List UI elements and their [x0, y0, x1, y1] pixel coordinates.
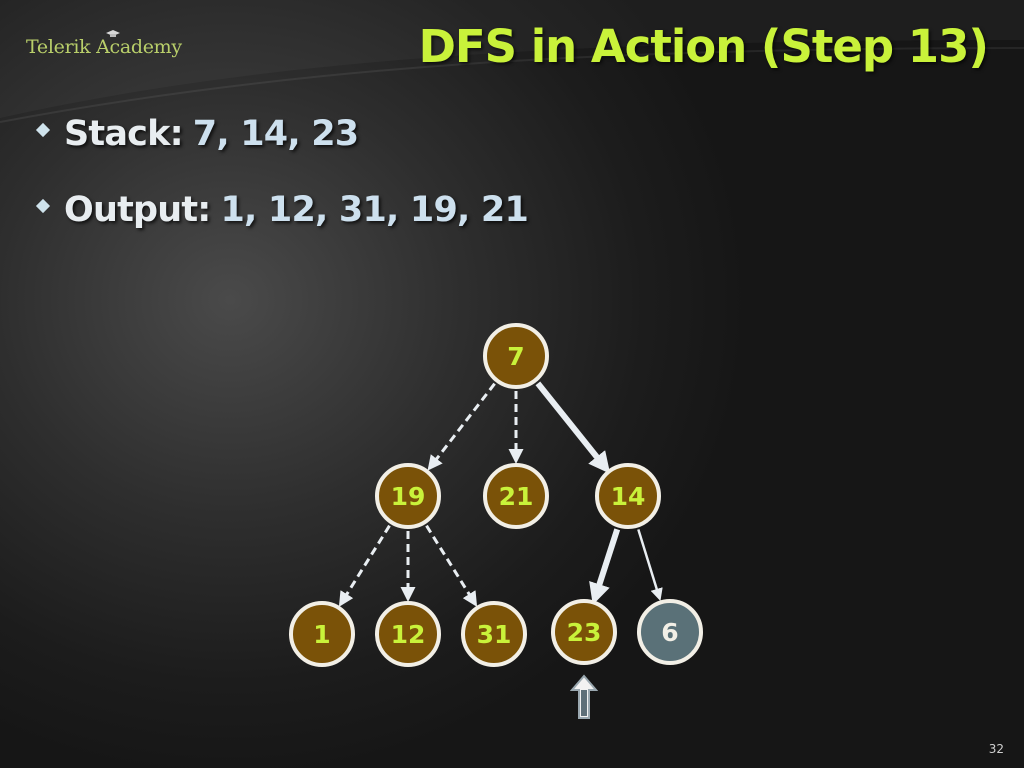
node-circle	[289, 601, 355, 667]
node-circle	[637, 599, 703, 665]
tree-node-1: 1	[289, 601, 355, 667]
node-label: 23	[567, 618, 602, 647]
edge-19-to-31	[425, 524, 478, 607]
logo-text: Telerik Academy	[26, 36, 182, 58]
tree-node-14: 14	[595, 463, 661, 529]
node-label: 21	[499, 482, 534, 511]
edge-14-to-6	[637, 529, 663, 601]
tree-node-21: 21	[483, 463, 549, 529]
node-circle	[461, 601, 527, 667]
tree-node-12: 12	[375, 601, 441, 667]
node-label: 6	[661, 618, 678, 647]
stack-bullet: Stack: 7, 14, 23	[35, 114, 528, 190]
stack-label: Stack:	[64, 114, 184, 154]
node-label: 12	[391, 620, 426, 649]
tree-node-23: 23	[551, 599, 617, 665]
node-circle	[483, 323, 549, 389]
tree-node-6: 6	[637, 599, 703, 665]
graduation-cap-icon	[106, 30, 120, 37]
tree-node-19: 19	[375, 463, 441, 529]
node-label: 1	[313, 620, 330, 649]
node-label: 31	[477, 620, 512, 649]
node-circle	[375, 463, 441, 529]
current-node-up-arrow-icon	[570, 674, 598, 719]
node-circle	[595, 463, 661, 529]
tree-node-31: 31	[461, 601, 527, 667]
node-label: 7	[507, 342, 524, 371]
edge-7-to-14	[535, 381, 611, 474]
output-label: Output:	[64, 190, 211, 230]
page-number: 32	[988, 742, 1004, 756]
node-circle	[483, 463, 549, 529]
telerik-academy-logo: Telerik Academy	[26, 30, 182, 58]
output-bullet: Output: 1, 12, 31, 19, 21	[35, 190, 529, 266]
output-value: 1, 12, 31, 19, 21	[220, 190, 529, 230]
node-circle	[551, 599, 617, 665]
bullet-list: Stack: 7, 14, 23 Output: 1, 12, 31, 19, …	[35, 114, 529, 266]
tree-node-7: 7	[483, 323, 549, 389]
edge-19-to-1	[338, 524, 391, 607]
node-label: 14	[611, 482, 646, 511]
slide-title: DFS in Action (Step 13)	[418, 20, 989, 73]
node-circle	[375, 601, 441, 667]
edge-14-to-23	[589, 528, 621, 605]
stack-value: 7, 14, 23	[192, 114, 359, 154]
node-label: 19	[391, 482, 426, 511]
edge-7-to-19	[427, 382, 496, 471]
header-swoosh	[0, 47, 1024, 123]
